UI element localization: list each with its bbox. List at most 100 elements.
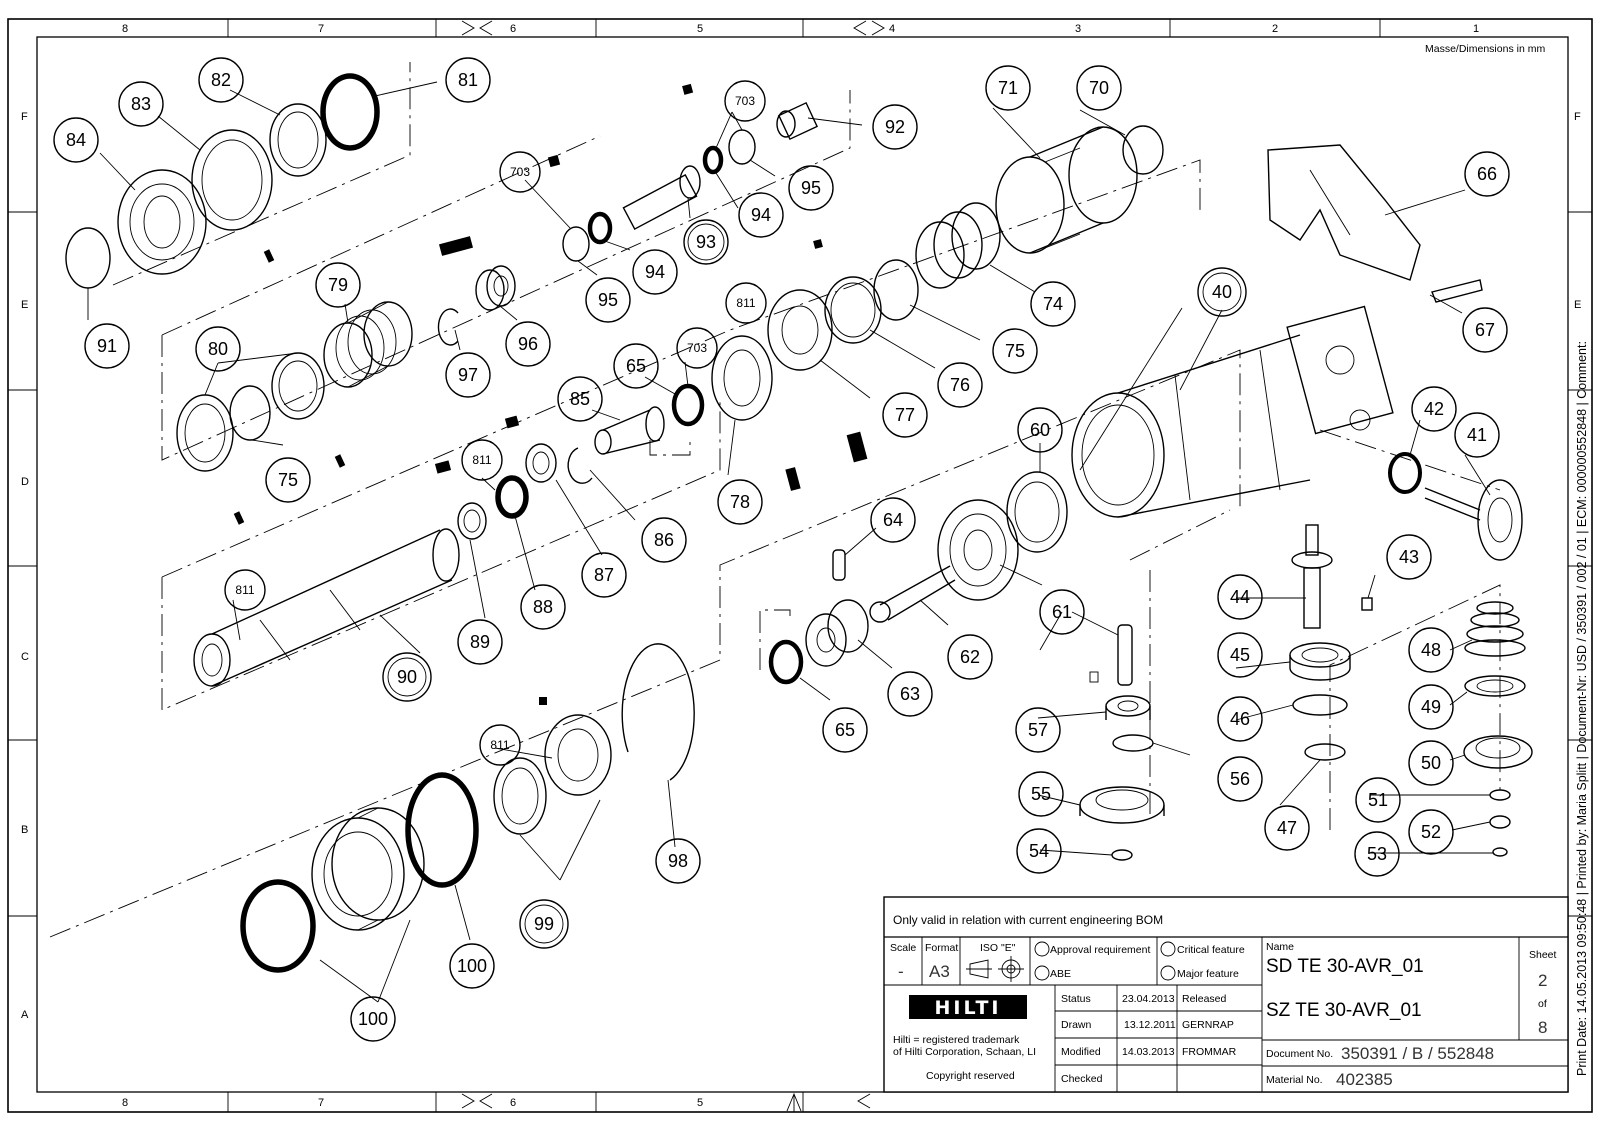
- spring-48: [1464, 601, 1526, 657]
- sleeve-79: [323, 301, 413, 388]
- modified-date: 14.03.2013: [1122, 1046, 1175, 1058]
- callout-40: 40: [1197, 267, 1247, 317]
- callout-75-right-label: 75: [1005, 341, 1025, 361]
- bearing-57: [1105, 695, 1151, 720]
- abe-label: ABE: [1050, 968, 1071, 980]
- callout-74: 74: [1030, 281, 1076, 327]
- shaft-44: [1291, 524, 1333, 629]
- callout-71-label: 71: [998, 78, 1018, 98]
- callout-97-label: 97: [458, 365, 478, 385]
- callout-45-label: 45: [1230, 645, 1250, 665]
- col-label-6-bottom: 6: [510, 1097, 516, 1109]
- pinion-61: [1089, 624, 1133, 686]
- callout-96-label: 96: [518, 334, 538, 354]
- callout-86-label: 86: [654, 530, 674, 550]
- washer-87: [525, 443, 557, 483]
- grid-labels: 8 7 6 5 4 3 2 1 8 7 6 5 F E D C B A F E: [21, 23, 1581, 1109]
- drawing-frame: [7, 18, 1593, 1113]
- checked-label: Checked: [1061, 1073, 1103, 1085]
- projection-symbol: [966, 956, 1024, 982]
- col-label-7-bottom: 7: [318, 1097, 324, 1109]
- callout-88: 88: [520, 584, 566, 630]
- callout-56-label: 56: [1230, 769, 1250, 789]
- callout-46-label: 46: [1230, 709, 1250, 729]
- ring-46: [1292, 694, 1348, 716]
- callout-65-upper-label: 65: [626, 356, 646, 376]
- col-label-6: 6: [510, 23, 516, 35]
- callout-63: 63: [887, 671, 933, 717]
- callout-65-lower-label: 65: [835, 720, 855, 740]
- ring-95-left: [562, 226, 590, 262]
- of-label: of: [1538, 998, 1547, 1010]
- scale-label: Scale: [890, 942, 916, 954]
- o-ring-65-lower: [768, 639, 804, 685]
- row-label-e-right: E: [1574, 299, 1581, 311]
- callout-76: 76: [937, 362, 983, 408]
- callout-77-label: 77: [895, 405, 915, 425]
- abe-checkbox: [1034, 965, 1050, 981]
- callout-95-right: 95: [788, 165, 834, 211]
- callout-98-label: 98: [668, 851, 688, 871]
- row-label-b: B: [21, 824, 28, 836]
- gear-housing-40: [1071, 305, 1394, 518]
- callout-49: 49: [1408, 684, 1454, 730]
- approval-checkbox: [1034, 941, 1050, 957]
- trademark-line-1: Hilti = registered trademark: [893, 1034, 1020, 1046]
- callout-99: 99: [519, 899, 569, 949]
- callout-83-label: 83: [131, 94, 151, 114]
- callout-811-top: 811: [725, 282, 767, 324]
- callout-98: 98: [655, 838, 701, 884]
- callout-100-right: 100: [449, 943, 495, 989]
- approval-label: Approval requirement: [1050, 944, 1150, 956]
- callout-62: 62: [947, 634, 993, 680]
- shaft-85: [594, 406, 665, 455]
- critical-label: Critical feature: [1177, 944, 1245, 956]
- o-ring-42: [1388, 452, 1422, 494]
- washer-80: [176, 352, 325, 472]
- bearing-84: [117, 169, 207, 275]
- gear-55: [1079, 786, 1165, 824]
- callout-57: 57: [1015, 707, 1061, 753]
- callout-90: 90: [382, 652, 432, 702]
- connecting-rod-62: [869, 565, 956, 623]
- switch-lever-66: [1267, 144, 1421, 281]
- spring-plate-78: [711, 335, 773, 421]
- parts-geometry: [65, 73, 1533, 973]
- callout-66-label: 66: [1477, 164, 1497, 184]
- callout-811-left-label: 811: [235, 583, 254, 597]
- title-block: Only valid in relation with current engi…: [883, 896, 1569, 1093]
- callout-51-label: 51: [1368, 790, 1388, 810]
- seal-83: [191, 129, 273, 231]
- callout-90-label: 90: [397, 667, 417, 687]
- copyright-text: Copyright reserved: [926, 1070, 1015, 1082]
- callout-703-top: 703: [724, 80, 766, 122]
- callout-44-label: 44: [1230, 587, 1250, 607]
- dimensions-note: Masse/Dimensions in mm: [1425, 43, 1545, 55]
- callout-48-label: 48: [1421, 640, 1441, 660]
- row-label-f: F: [21, 111, 28, 123]
- callout-83: 83: [118, 81, 164, 127]
- callout-78: 78: [717, 479, 763, 525]
- callout-45: 45: [1217, 632, 1263, 678]
- callout-67-label: 67: [1475, 320, 1495, 340]
- callout-85: 85: [557, 376, 603, 422]
- callout-81: 81: [445, 57, 491, 103]
- callout-703-mid: 703: [676, 327, 718, 369]
- status-date: 23.04.2013: [1122, 993, 1175, 1005]
- bearing-89: [457, 502, 487, 540]
- callout-41: 41: [1454, 412, 1500, 458]
- callout-703-left-label: 703: [510, 165, 530, 179]
- callout-55: 55: [1018, 771, 1064, 817]
- name-line-2: SZ TE 30-AVR_01: [1266, 1000, 1422, 1021]
- callout-93-label: 93: [696, 232, 716, 252]
- callout-703-left: 703: [499, 151, 541, 193]
- grease-markers: [233, 83, 868, 705]
- callout-97: 97: [445, 352, 491, 398]
- callout-48: 48: [1408, 627, 1454, 673]
- row-label-c: C: [21, 651, 29, 663]
- ring-75-right: [873, 259, 919, 321]
- sheet-total: 8: [1538, 1018, 1547, 1037]
- callout-91: 91: [84, 323, 130, 369]
- callout-56: 56: [1217, 756, 1263, 802]
- callout-79: 79: [315, 262, 361, 308]
